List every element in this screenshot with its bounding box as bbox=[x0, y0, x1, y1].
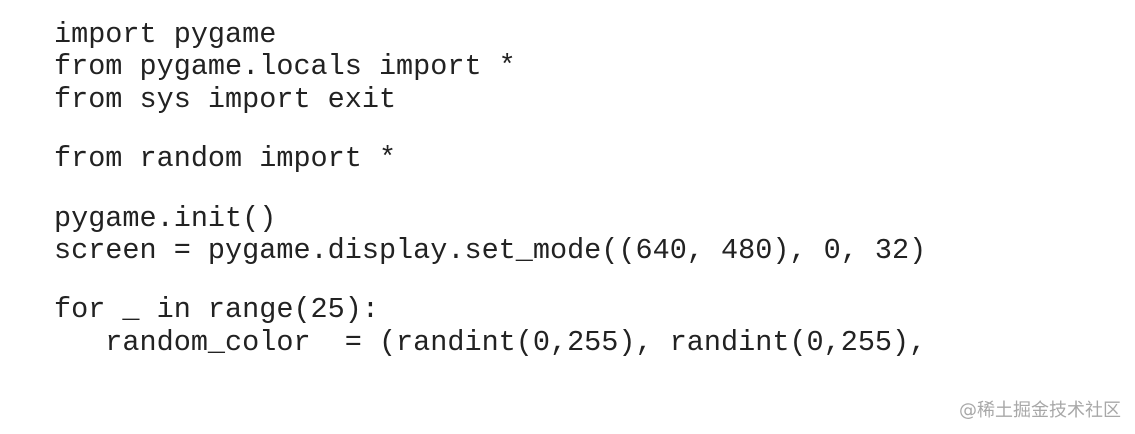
code-block: import pygame from pygame.locals import … bbox=[54, 18, 926, 359]
code-line-2: from pygame.locals import * bbox=[54, 50, 516, 83]
code-line-10: for _ in range(25): bbox=[54, 293, 379, 326]
watermark-text: @稀土掘金技术社区 bbox=[959, 400, 1121, 421]
code-line-1: import pygame bbox=[54, 18, 277, 51]
code-line-5: from random import * bbox=[54, 142, 397, 175]
code-line-7: pygame.init() bbox=[54, 202, 277, 235]
code-line-11: random_color = (randint(0,255), randint(… bbox=[54, 326, 927, 359]
code-line-3: from sys import exit bbox=[54, 83, 397, 116]
code-line-8: screen = pygame.display.set_mode((640, 4… bbox=[54, 234, 927, 267]
